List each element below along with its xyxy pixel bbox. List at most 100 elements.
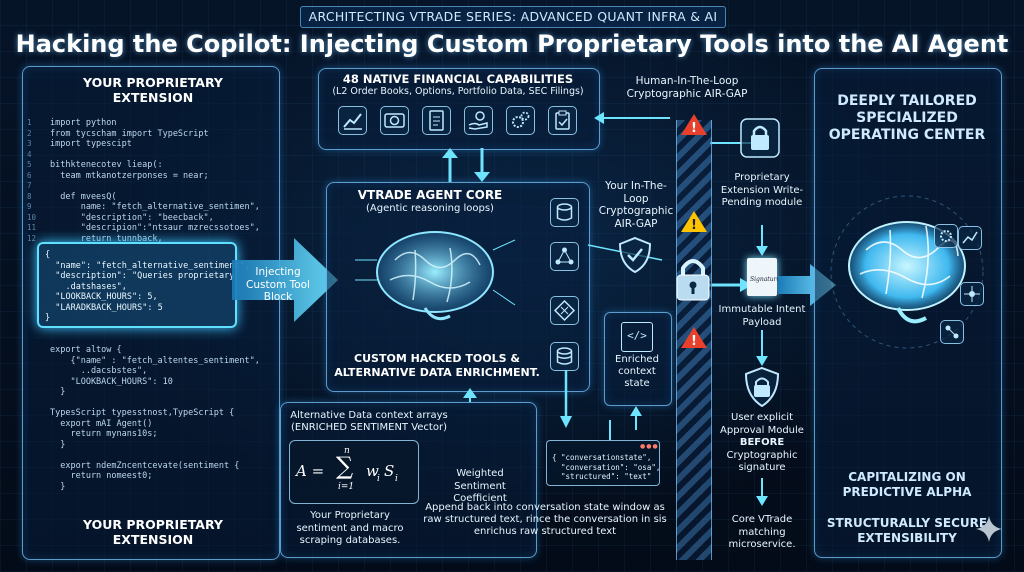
code-line (50, 150, 265, 161)
code-line: import python (50, 118, 117, 128)
term-w: w (366, 462, 379, 480)
code-line: TypesScript typesstnost,TypeScript { (50, 408, 235, 418)
line-numbers: 1 2 3 4 5 6 7 8 9 10 11 12 (27, 118, 37, 243)
svg-text:!: ! (691, 334, 697, 349)
code-line: } (50, 439, 66, 450)
term-s: S (384, 462, 395, 480)
sum-bottom: i=1 (338, 482, 355, 492)
code-line: {"name" : "fetch_altentes_sentiment", (50, 355, 260, 366)
json-line: "structured": "text" (552, 472, 652, 481)
warning-icon-top: ! (680, 112, 708, 140)
code-line: bithktenecotev lieap(: (50, 160, 163, 170)
extension-bottom-label: YOUR PROPRIETARY EXTENSION (83, 517, 223, 547)
code-line: team mtkanotzerponses = near; (50, 170, 209, 181)
core-title: VTRADE AGENT CORE (357, 188, 503, 202)
code-line: ..dacsbstes", (50, 366, 148, 376)
airgap-side-label: Your In-The-Loop Cryptographic AIR-GAP (598, 180, 674, 230)
code-line: "descripion":"ntsaur mzrecssotoes", (50, 223, 260, 233)
code-line: "LOOKBACK_HOURS": 10 (50, 376, 173, 387)
inject-label: Injecting Custom Tool Block (246, 266, 310, 303)
code-block-bottom: export altow { {"name" : "fetch_altentes… (50, 345, 265, 492)
json-box (546, 440, 660, 486)
payload-document-icon: Signaturo (747, 258, 781, 296)
code-line: export altow { (50, 345, 122, 355)
injected-code-line: { (45, 250, 51, 260)
code-line (50, 398, 265, 409)
clipboard-icon (548, 106, 577, 135)
approval-pre: User explicit Approval Module (720, 412, 804, 436)
inject-arrow (232, 238, 338, 322)
approval-shield-icon (743, 366, 781, 412)
write-pending-label: Proprietary Extension Write-Pending modu… (720, 172, 804, 208)
approval-post: Cryptographic signature (726, 449, 798, 474)
enriched-context-label: Enriched context state (615, 354, 659, 389)
shield-icon (617, 236, 653, 278)
append-text: Append back into conversation state wind… (423, 502, 667, 537)
lock-module-icon (740, 118, 780, 162)
sum-top: n (344, 446, 350, 456)
decision-icon (550, 296, 579, 325)
operating-center-title: DEEPLY TAILORED SPECIALIZED OPERATING CE… (828, 93, 986, 143)
settings-icon (934, 224, 958, 248)
hub-icon (960, 282, 984, 306)
code-line: "description": "beecback", (50, 212, 214, 223)
code-line: from tycscham import TypeScript (50, 128, 209, 139)
approval-bold: BEFORE (739, 437, 785, 448)
brain-icon (355, 231, 516, 321)
series-banner: ARCHITECTING VTRADE SERIES: ADVANCED QUA… (300, 6, 726, 28)
term-w-sub: i (377, 474, 380, 484)
network-icon (550, 242, 579, 271)
core-subtitle: (Agentic reasoning loops) (366, 203, 494, 214)
caution-icon: ! (680, 209, 708, 237)
sparkle-icon (976, 516, 1002, 546)
injected-code-line: .datshases", (45, 281, 127, 292)
airgap-title: Human-In-The-Loop Cryptographic AIR-GAP (626, 75, 748, 100)
injected-code-line: "name": "fetch_alternative_sentiment", (45, 260, 250, 271)
code-line: import typescipt (50, 139, 132, 149)
injected-code-line: "description": "Queries proprietary (45, 271, 235, 281)
json-line: "conversation": "osa", (552, 462, 661, 472)
code-line: return nomeest0; (50, 471, 153, 481)
operating-center-panel (814, 68, 1002, 558)
json-lines: { "conversationstate", "conversation": "… (552, 453, 661, 482)
code-line: export mAI Agent() (50, 418, 153, 429)
document-icon (422, 106, 451, 135)
dollar-icon (380, 106, 409, 135)
injected-code-line: } (45, 313, 51, 323)
code-line (50, 181, 265, 192)
weighted-label: Weighted Sentiment Coefficient (453, 468, 507, 504)
database-icon (550, 198, 579, 227)
capabilities-subtitle: (L2 Order Books, Options, Portfolio Data… (332, 86, 584, 97)
code-line: def mveesQ( (50, 191, 117, 202)
core-bottom-title: CUSTOM HACKED TOOLS & ALTERNATIVE DATA E… (334, 352, 540, 379)
json-line: { "conversationstate", (552, 453, 652, 462)
code-line: } (50, 481, 66, 492)
page-title: Hacking the Copilot: Injecting Custom Pr… (15, 30, 1009, 58)
injected-code-text: { "name": "fetch_alternative_sentiment",… (45, 250, 250, 324)
code-line: return mynans10s; (50, 429, 158, 439)
approval-label: User explicit Approval Module BEFORE Cry… (716, 412, 808, 475)
chart-icon (338, 106, 367, 135)
code-icon: </> (621, 322, 653, 352)
extension-top-label: YOUR PROPRIETARY EXTENSION (83, 75, 223, 105)
json-box-dots: ●●● (640, 443, 659, 450)
arrays-label: Alternative Data context arrays (ENRICHE… (290, 410, 448, 433)
warning-icon-bottom: ! (680, 325, 708, 353)
formula-box (289, 440, 419, 504)
capabilities-core-arrows (442, 148, 490, 182)
source-label: Your Proprietary sentiment and macro scr… (296, 510, 404, 546)
formula: A = n ∑ i=1 w i S i (296, 446, 414, 500)
secure-extensibility-label: STRUCTURALLY SECURE EXTENSIBILITY (826, 516, 988, 545)
gear-cluster-icon (506, 106, 535, 135)
enriched-context-panel (604, 312, 672, 406)
injected-code-line: "LOOKBACK_HOURS": 5, (45, 292, 158, 302)
hand-coin-icon (464, 106, 493, 135)
signature-glyph: Signaturo (750, 276, 781, 283)
code-line (50, 450, 265, 461)
capabilities-title: 48 NATIVE FINANCIAL CAPABILITIES (342, 72, 574, 86)
node-icon (940, 320, 964, 344)
svg-text:!: ! (691, 218, 697, 233)
code-line: export ndemZncentcevate(sentiment { (50, 460, 240, 471)
